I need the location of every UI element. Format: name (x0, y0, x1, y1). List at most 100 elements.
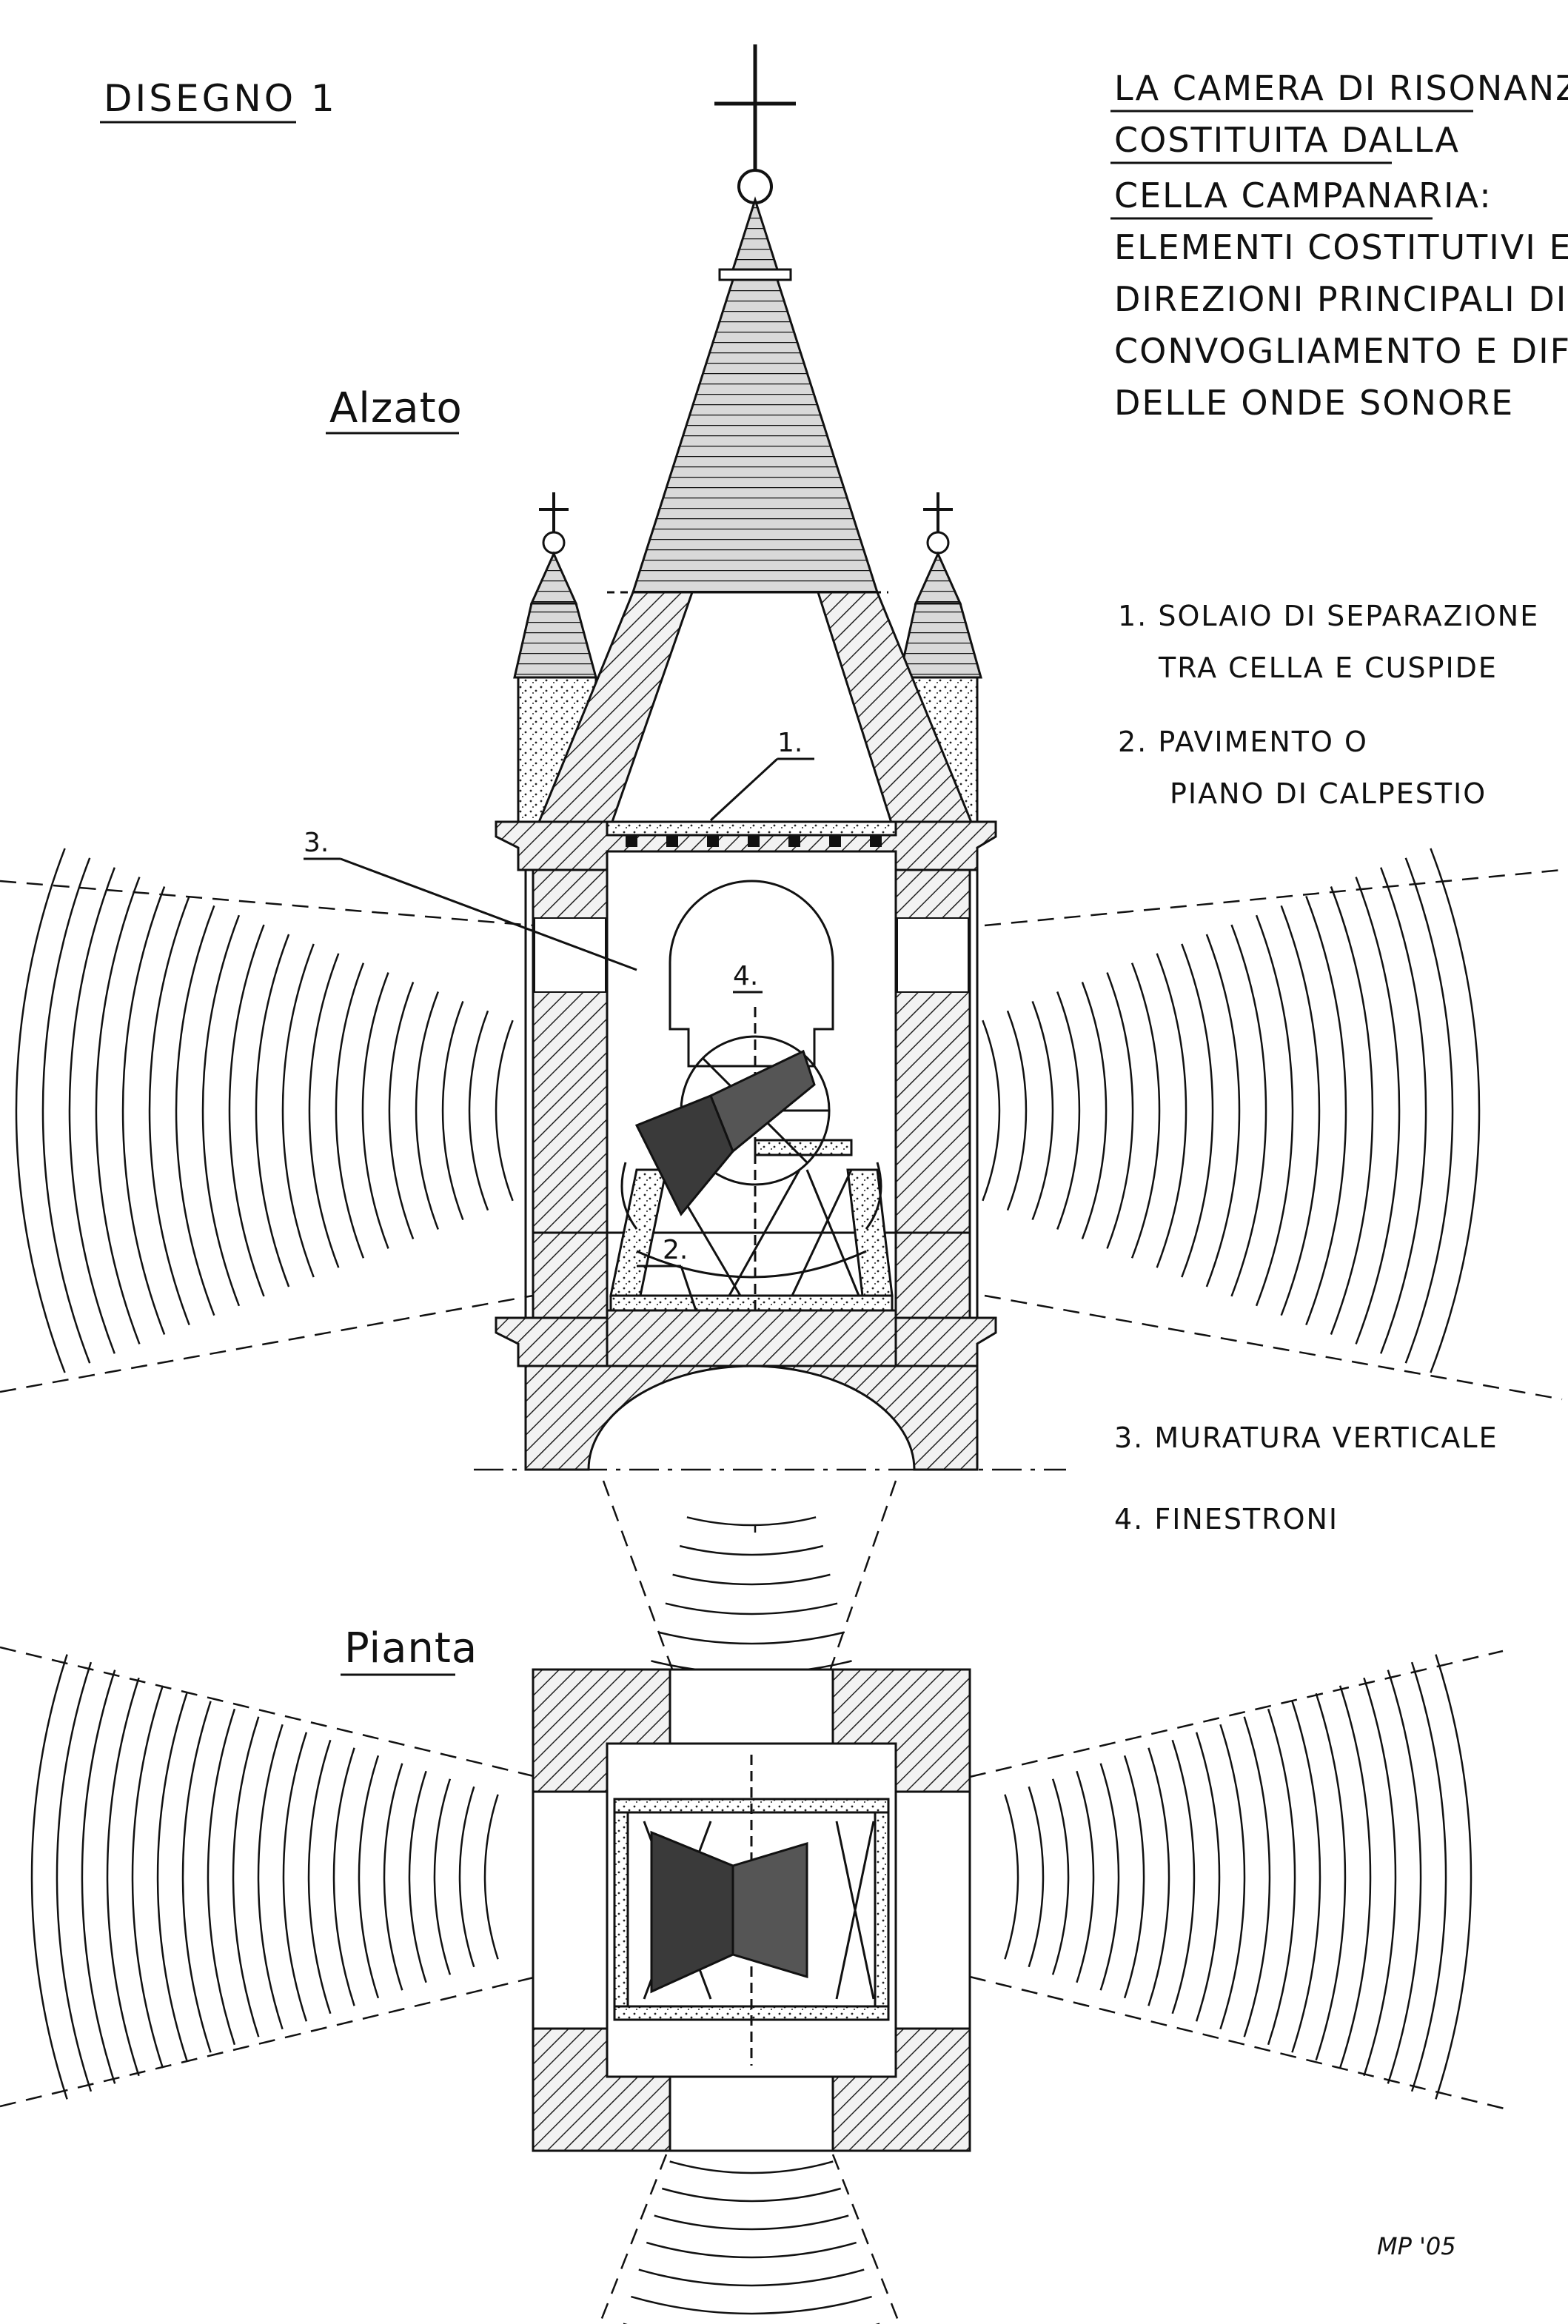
sound-wave-arc (181, 1701, 212, 2053)
sound-wave-arc (201, 914, 241, 1307)
tower-elevation (495, 44, 997, 1471)
sound-waves-plan-left (30, 1654, 499, 2100)
sound-wave-arc (255, 934, 290, 1287)
sound-wave-arc (433, 1778, 452, 1975)
legend-item-1-line-1: 1. SOLAIO DI SEPARAZIONE (1118, 600, 1539, 632)
sound-wave-arc (1099, 1763, 1120, 1991)
sound-wave-arc (257, 1724, 284, 2030)
sound-wave-arc (1410, 1661, 1447, 2092)
legend-item-2-line-2: PIANO DI CALPESTIO (1170, 777, 1487, 810)
sound-wave-arc (657, 1631, 845, 1645)
sound-wave-arc (1305, 895, 1347, 1326)
sound-wave-arc (1195, 1732, 1221, 2022)
sound-wave-arc (335, 962, 365, 1259)
sound-wave-arc (388, 982, 415, 1239)
sound-wave-arc (95, 877, 141, 1344)
sound-wave-arc (631, 2295, 872, 2315)
sound-wave-arc (56, 1661, 93, 2092)
sound-wave-arc (175, 905, 215, 1316)
legend: 1. SOLAIO DI SEPARAZIONE TRA CELLA E CUS… (1114, 600, 1539, 1536)
sound-wave-arc (307, 1739, 332, 2015)
sound-wave-arc (358, 1755, 380, 1999)
sound-wave-arc (1028, 1786, 1045, 1968)
sound-wave-arc (1380, 867, 1427, 1354)
sound-wave-arc (495, 1019, 514, 1202)
callout-leaders (304, 757, 814, 1311)
sound-wave-arc (661, 2187, 842, 2203)
heading-block: LA CAMERA DI RISONANZA COSTITUITA DALLA … (1110, 68, 1568, 423)
sound-wave-arc (982, 1019, 1001, 1202)
sound-waves-plan-right (1004, 1654, 1472, 2100)
legend-item-3: 3. MURATURA VERTICALE (1114, 1421, 1498, 1454)
sound-wave-arc (483, 1794, 499, 1960)
sound-wave-arc (468, 1010, 489, 1211)
sound-wave-arc (1280, 905, 1321, 1316)
sound-wave-arc (1076, 1770, 1095, 1983)
sound-wave-arc (1291, 1701, 1321, 2053)
sound-wave-arc (1004, 1794, 1019, 1960)
sound-wave-arc (156, 1692, 188, 2061)
legend-item-1-line-2: TRA CELLA E CUSPIDE (1158, 652, 1498, 684)
sound-wave-arc (121, 886, 166, 1335)
bell-frame (609, 1139, 894, 1313)
heading-line-2: COSTITUITA DALLA (1114, 120, 1460, 160)
sound-wave-arc (1156, 953, 1187, 1268)
sound-wave-arc (1267, 1708, 1296, 2046)
sound-wave-arc (458, 1786, 475, 1968)
sound-wave-arc (1081, 982, 1108, 1239)
sound-wave-arc (1230, 924, 1267, 1297)
document-title: DISEGNO 1 (104, 77, 338, 120)
tower-plan (532, 1668, 971, 2152)
callout-2: 2. (663, 1235, 688, 1265)
sound-wave-arc (1315, 1692, 1347, 2061)
sound-wave-arc (665, 1602, 838, 1615)
sound-wave-arc (672, 1573, 831, 1586)
sound-wave-arc (207, 1708, 236, 2046)
sound-wave-arc (361, 972, 389, 1249)
heading-line-6: CONVOGLIAMENTO E DIFFUSIONE (1114, 331, 1568, 371)
sound-waves-elevation-down (651, 1516, 852, 1675)
sound-wave-arc (1106, 972, 1134, 1249)
sound-wave-arc (1255, 914, 1294, 1307)
sound-wave-arc (441, 1000, 464, 1221)
heading-line-3: CELLA CAMPANARIA: (1114, 175, 1492, 215)
sound-wave-arc (308, 953, 340, 1268)
sound-wave-arc (646, 2241, 857, 2259)
sound-wave-arc (1205, 934, 1241, 1287)
sound-wave-arc (106, 1677, 140, 2077)
sound-wave-arc (1171, 1739, 1196, 2015)
cross-icon (714, 44, 796, 170)
sound-wave-arc (679, 1544, 824, 1556)
sound-wave-arc (1051, 1778, 1070, 1975)
sound-wave-arc (1387, 1670, 1422, 2084)
sound-wave-arc (332, 1747, 355, 2006)
sound-wave-arc (68, 867, 115, 1354)
sound-wave-arc (228, 924, 265, 1297)
sound-wave-arc (1006, 1010, 1028, 1211)
bell-icon (634, 1049, 816, 1216)
sound-wave-arc (1031, 1000, 1054, 1221)
callout-4: 4. (733, 961, 758, 991)
sound-wave-arc (1147, 1747, 1170, 2006)
sound-wave-arc (408, 1770, 427, 1983)
callout-3: 3. (304, 828, 329, 858)
heading-line-1: LA CAMERA DI RISONANZA (1114, 68, 1568, 108)
document-title-group: DISEGNO 1 (100, 77, 338, 124)
sound-wave-arc (1339, 1685, 1372, 2069)
sound-wave-arc (654, 2214, 849, 2231)
sound-wave-arc (1404, 857, 1454, 1364)
sound-wave-arc (1330, 886, 1374, 1335)
sound-wave-arc (281, 943, 315, 1278)
sound-wave-arc (686, 1516, 817, 1527)
sound-wave-arc (148, 895, 190, 1326)
sound-wave-arc (415, 991, 439, 1230)
heading-line-5: DIREZIONI PRINCIPALI DI (1114, 279, 1567, 319)
dashed-diffusion-lines (0, 868, 1563, 2324)
callout-1: 1. (777, 728, 803, 758)
sound-wave-arc (1219, 1724, 1246, 2030)
view-label-elevation: Alzato (329, 384, 463, 432)
sound-wave-arc (1056, 991, 1081, 1230)
sound-wave-arc (669, 2160, 834, 2174)
sound-wave-arc (41, 857, 91, 1364)
sound-wave-arc (282, 1732, 308, 2022)
